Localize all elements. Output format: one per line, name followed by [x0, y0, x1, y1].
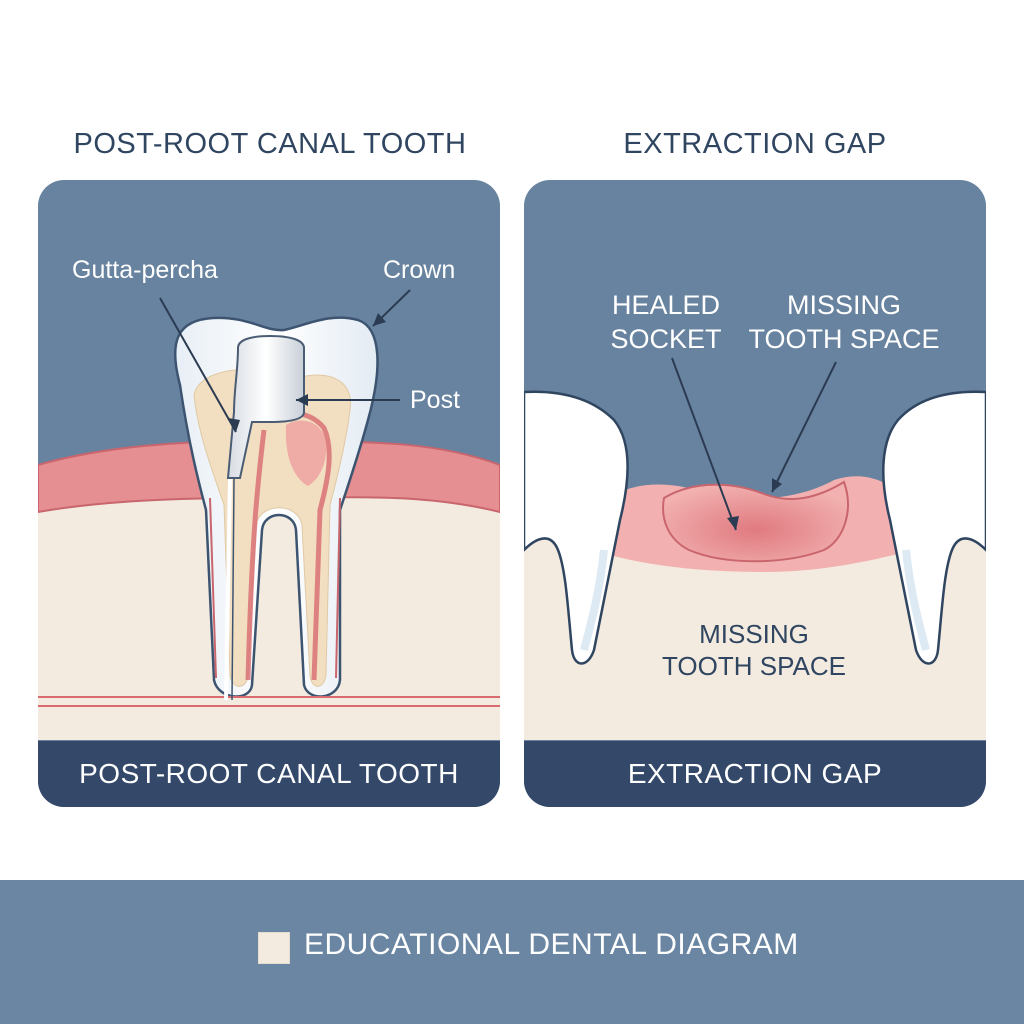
healed-socket-leader: [671, 357, 737, 531]
right-panel-heading: EXTRACTION GAP: [623, 128, 887, 160]
legend-swatch: [258, 932, 290, 964]
right-caption-bar: EXTRACTION GAP: [524, 741, 986, 807]
left-panel-heading: POST-ROOT CANAL TOOTH: [73, 128, 467, 160]
extraction-gap-illustration: [524, 357, 986, 740]
footer-bar: [0, 880, 1024, 1024]
jaw-bone: [524, 520, 986, 740]
left-caption-text: POST-ROOT CANAL TOOTH: [79, 758, 459, 789]
post-label: Post: [410, 386, 461, 414]
crown-label: Crown: [383, 256, 456, 284]
post-root-canal-panel: Gutta-percha Crown Post POST-ROOT CANAL …: [38, 180, 500, 807]
healed-socket: [662, 480, 849, 563]
pulp-chamber: [285, 420, 327, 486]
gutta-percha-leader: [159, 297, 237, 433]
post-root-canal-illustration: [38, 289, 500, 740]
left-caption-bar: POST-ROOT CANAL TOOTH: [38, 741, 500, 807]
right-caption-text: EXTRACTION GAP: [627, 758, 883, 789]
jaw-bone: [38, 481, 500, 740]
missing-tooth-space-label-bottom: MISSING TOOTH SPACE: [662, 619, 846, 681]
gutta-percha-label: Gutta-percha: [72, 256, 218, 284]
missing-tooth-space-label-top: MISSING TOOTH SPACE: [748, 290, 940, 354]
left-adjacent-tooth: [524, 390, 629, 665]
extraction-gap-panel: HEALED SOCKET MISSING TOOTH SPACE MISSIN…: [524, 180, 986, 807]
missing-space-leader: [771, 361, 837, 493]
root-base-lines: [38, 696, 500, 707]
legend-label: EDUCATIONAL DENTAL DIAGRAM: [304, 928, 799, 961]
healed-socket-label: HEALED SOCKET: [610, 290, 722, 354]
metal-post: [226, 334, 305, 479]
